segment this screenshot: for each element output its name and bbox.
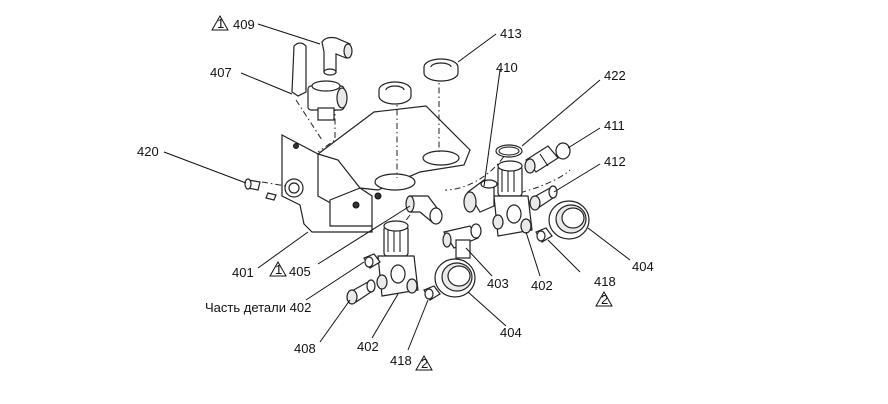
callout-405: 405 [289,264,311,279]
warning-mark-405: 1 [275,262,282,277]
ball-valve-407 [291,42,348,121]
pressure-gauge-404-right [548,200,590,240]
callout-412: 412 [604,154,626,169]
warning-triangle-405 [269,260,287,277]
callout-418-left: 418 [390,353,412,368]
warning-mark-418-left: 2 [421,356,428,371]
callout-409: 409 [233,17,255,32]
callout-420: 420 [137,144,159,159]
callout-407: 407 [210,65,232,80]
elbow-fitting-409 [321,36,353,76]
fitting-411 [524,142,571,174]
fitting-412 [529,185,558,211]
plug-418-left [423,285,441,301]
warning-triangle-409 [211,14,229,31]
warning-mark-409: 1 [217,16,224,31]
callout-402-left: 402 [357,339,379,354]
plug-418-right [535,227,553,243]
regulator-402-left [376,220,419,297]
warning-mark-418-right: 2 [601,292,608,307]
callout-411: 411 [604,118,625,133]
callout-404-right: 404 [632,259,654,274]
callout-402-right: 402 [531,278,553,293]
callout-labels: 1 409 407 420 401 1 405 413 410 422 411 … [137,14,654,371]
callout-part-of-402: Часть детали 402 [205,300,311,315]
bushing-413 [378,58,459,105]
assembly-lines [261,74,571,233]
callout-422: 422 [604,68,626,83]
callout-413: 413 [500,26,522,41]
tee-fitting-403 [442,223,482,259]
pressure-gauge-404-left [434,258,476,298]
fitting-408 [346,279,376,305]
screw-420 [244,178,277,201]
callout-404-left: 404 [500,325,522,340]
elbow-fitting-405 [405,195,443,225]
leader-lines [163,23,631,351]
mounting-bracket-401 [281,105,471,233]
warning-triangle-418-left [415,354,433,371]
callout-418-right: 418 [594,274,616,289]
callout-403: 403 [487,276,509,291]
callout-401: 401 [232,265,254,280]
regulator-402-right [492,160,533,237]
plug-402-part [363,253,381,269]
callout-410: 410 [496,60,518,75]
o-ring-422 [495,144,523,158]
callout-408: 408 [294,341,316,356]
warning-triangle-418-right [595,290,613,307]
